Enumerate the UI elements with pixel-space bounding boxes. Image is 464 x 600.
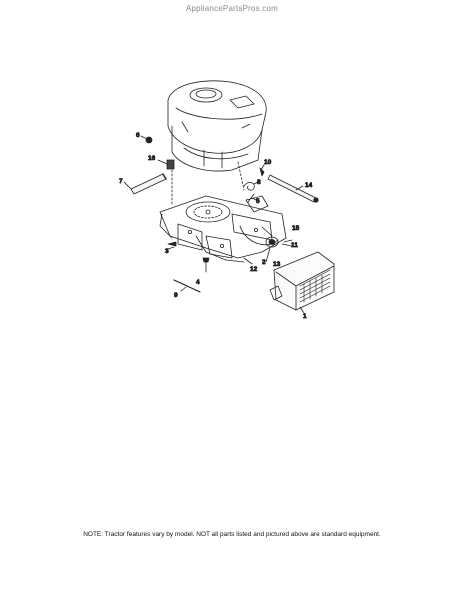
part-3-bolt <box>167 241 177 247</box>
engine-assembly <box>167 80 267 172</box>
part-13-cap <box>265 236 279 248</box>
callout-16: 16 <box>148 155 156 162</box>
callout-13: 13 <box>273 261 281 268</box>
callout-8: 8 <box>257 179 261 186</box>
callout-9: 9 <box>174 292 178 299</box>
base-plate <box>159 195 287 263</box>
part-14-rod <box>267 174 319 203</box>
part-10-screw <box>259 164 265 177</box>
part-4-bolt <box>202 257 210 273</box>
part-11-screw <box>281 243 293 247</box>
callout-6: 6 <box>136 132 140 139</box>
part-7-shaft <box>123 173 167 195</box>
callout-14: 14 <box>305 182 313 189</box>
callout-2: 2 <box>262 259 266 266</box>
callout-4: 4 <box>196 279 200 286</box>
callout-12: 12 <box>250 266 258 273</box>
part-9-rod <box>173 279 201 293</box>
callout-1: 1 <box>303 313 307 320</box>
part-16-fitting <box>157 159 175 170</box>
part-1-grille <box>269 251 335 314</box>
footnote: NOTE: Tractor features vary by model. NO… <box>83 531 381 538</box>
callout-5: 5 <box>256 198 260 205</box>
part-8-clip <box>243 180 261 191</box>
watermark-text: AppliancePartsPros.com <box>186 4 278 13</box>
callout-labels: 1 2 3 4 5 6 7 8 9 10 11 12 13 14 15 16 <box>119 132 313 321</box>
callout-3: 3 <box>165 248 169 255</box>
callout-10: 10 <box>264 159 272 166</box>
callout-7: 7 <box>119 178 123 185</box>
part-6-nut <box>140 135 153 144</box>
callout-15: 15 <box>292 225 300 232</box>
callout-11: 11 <box>291 242 298 249</box>
